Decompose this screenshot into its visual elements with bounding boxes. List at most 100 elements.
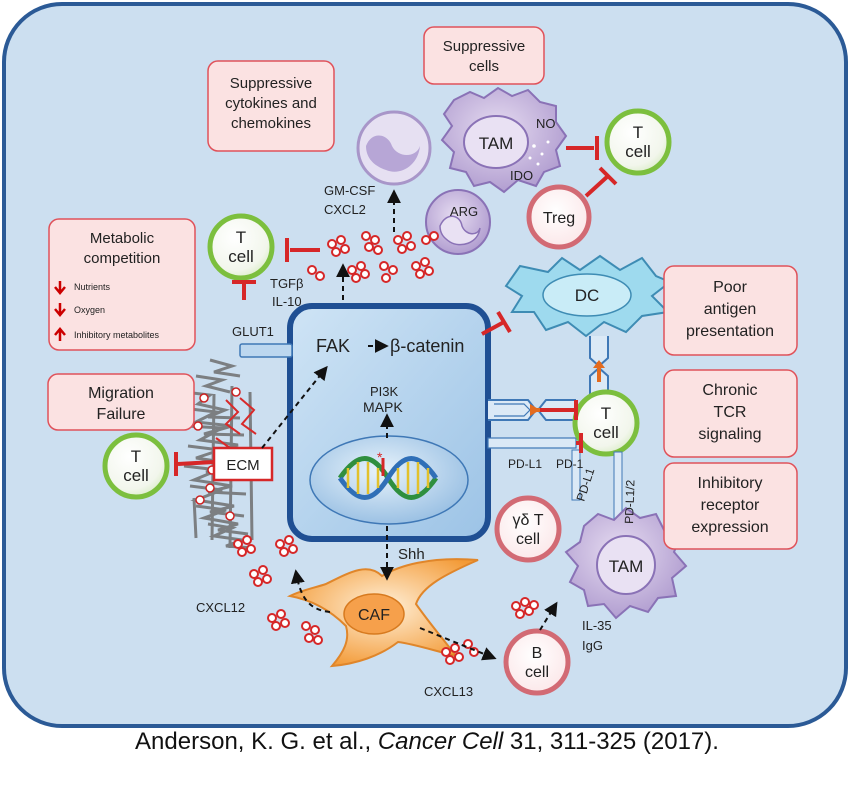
box-suppressive-cells: Suppressive cells xyxy=(423,26,545,85)
svg-text:cell: cell xyxy=(593,423,619,442)
dc-label: DC xyxy=(575,286,600,305)
svg-text:Inhibitory metabolites: Inhibitory metabolites xyxy=(74,330,160,340)
svg-text:cell: cell xyxy=(123,466,149,485)
tgfb-label: TGFβ xyxy=(270,276,303,291)
svg-text:antigen: antigen xyxy=(704,301,757,318)
svg-text:Suppressive: Suppressive xyxy=(230,75,313,92)
t-cell-center-right: T cell xyxy=(572,389,640,457)
svg-text:cell: cell xyxy=(525,664,549,681)
pdl12-vertical-label: PD-L1/2 xyxy=(622,479,638,524)
svg-text:Metabolic: Metabolic xyxy=(90,230,155,247)
tam-top-granules xyxy=(528,140,550,166)
svg-text:competition: competition xyxy=(84,250,161,267)
gmcsf-label: GM-CSF xyxy=(324,183,375,198)
arrow-down-icon xyxy=(54,303,66,317)
svg-text:cells: cells xyxy=(469,58,499,75)
svg-text:Poor: Poor xyxy=(713,279,747,296)
treg-label: Treg xyxy=(543,210,575,227)
tam-bottom-nucleus xyxy=(596,535,656,595)
pd1-label: PD-1 xyxy=(556,457,584,471)
box-inhibitory-receptor: Inhibitory receptor expression xyxy=(663,462,798,550)
dna-icon: * xyxy=(337,449,439,500)
mdsc-nucleus xyxy=(366,135,420,172)
mhc-tcr-complex xyxy=(488,399,576,421)
caf-label: CAF xyxy=(358,607,390,624)
molecule-labels: GM-CSF CXCL2 TGFβ IL-10 GLUT1 FAK β-cate… xyxy=(196,183,638,699)
il35-label: IL-35 xyxy=(582,618,612,633)
shh-label: Shh xyxy=(398,546,425,563)
svg-text:γδ T: γδ T xyxy=(512,512,543,529)
pdl1-vertical-receptor xyxy=(571,449,581,501)
citation-authors: Anderson, K. G. et al., xyxy=(135,728,378,755)
pdl1-receptor xyxy=(487,437,577,449)
svg-text:T: T xyxy=(131,447,141,466)
svg-text:cytokines and: cytokines and xyxy=(225,95,317,112)
fak-label: FAK xyxy=(316,336,350,356)
mapk-label: MAPK xyxy=(363,399,403,415)
svg-text:presentation: presentation xyxy=(686,323,774,340)
signaling-arrows xyxy=(261,189,558,661)
glut1-receptor xyxy=(239,343,293,358)
glut1-label: GLUT1 xyxy=(232,324,274,339)
box-suppressive-cytokines: Suppressive cytokines and chemokines xyxy=(207,60,335,152)
cxcl13-label: CXCL13 xyxy=(424,684,473,699)
bcatenin-label: β-catenin xyxy=(390,336,464,356)
box-poor-antigen: Poor antigen presentation xyxy=(663,265,798,356)
mdsc-cell xyxy=(356,110,432,186)
ecm-fibers xyxy=(181,358,254,550)
pdl12-vertical-receptor xyxy=(613,451,623,521)
inhibition-markers xyxy=(174,136,618,476)
box-migration-failure: Migration Failure xyxy=(47,373,195,431)
svg-text:T: T xyxy=(633,123,643,142)
svg-text:cell: cell xyxy=(516,531,540,548)
citation: Anderson, K. G. et al., Cancer Cell 31, … xyxy=(0,728,854,756)
arrow-up-icon xyxy=(54,327,66,341)
tam-top-label: TAM xyxy=(479,134,514,153)
svg-text:Suppressive: Suppressive xyxy=(443,38,526,55)
svg-text:chemokines: chemokines xyxy=(231,115,311,132)
cxcl12-label: CXCL12 xyxy=(196,600,245,615)
dc-nucleus xyxy=(542,273,632,317)
caf-nucleus xyxy=(343,593,405,635)
gamma-delta-t-cell: γδ T cell xyxy=(494,495,562,563)
b-cell: B cell xyxy=(503,628,571,696)
arg-nucleus xyxy=(439,215,481,246)
svg-text:Failure: Failure xyxy=(97,406,146,423)
citation-rest: 31, 311-325 (2017). xyxy=(503,728,719,755)
citation-journal: Cancer Cell xyxy=(377,728,504,755)
svg-text:signaling: signaling xyxy=(698,426,761,443)
arg-label: ARG xyxy=(450,204,478,219)
tam-bottom-label: TAM xyxy=(609,557,644,576)
ido-label: IDO xyxy=(510,168,533,183)
svg-text:cell: cell xyxy=(625,142,651,161)
svg-text:Chronic: Chronic xyxy=(702,382,757,399)
svg-text:receptor: receptor xyxy=(701,497,760,514)
svg-text:Oxygen: Oxygen xyxy=(74,305,105,315)
t-cell-left: T cell xyxy=(207,213,275,281)
igg-label: IgG xyxy=(582,638,603,653)
svg-text:cell: cell xyxy=(228,247,254,266)
pdl1-horizontal-label: PD-L1 xyxy=(508,457,542,471)
ecm-nodes xyxy=(193,387,253,521)
svg-text:T: T xyxy=(601,404,611,423)
ecm-box xyxy=(212,446,274,482)
cytokine-clusters xyxy=(233,231,539,665)
t-cell-migration: T cell xyxy=(102,432,170,500)
ecm-label: ECM xyxy=(226,457,259,474)
pi3k-label: PI3K xyxy=(370,384,399,399)
t-cell-top-right: T cell xyxy=(604,108,672,176)
svg-text:B: B xyxy=(532,645,543,662)
svg-text:T: T xyxy=(236,228,246,247)
cxcl2-label: CXCL2 xyxy=(324,202,366,217)
box-chronic-tcr: Chronic TCR signaling xyxy=(663,369,798,458)
svg-text:Nutrients: Nutrients xyxy=(74,282,111,292)
box-metabolic-competition: Metabolic competition Nutrients Oxygen I… xyxy=(48,218,196,351)
tam-top-nucleus xyxy=(463,115,529,169)
no-label: NO xyxy=(536,116,556,131)
svg-text:Inhibitory: Inhibitory xyxy=(698,475,763,492)
il10-label: IL-10 xyxy=(272,294,302,309)
treg-cell xyxy=(526,184,592,250)
svg-text:Migration: Migration xyxy=(88,385,154,402)
arrow-down-icon xyxy=(54,281,66,295)
